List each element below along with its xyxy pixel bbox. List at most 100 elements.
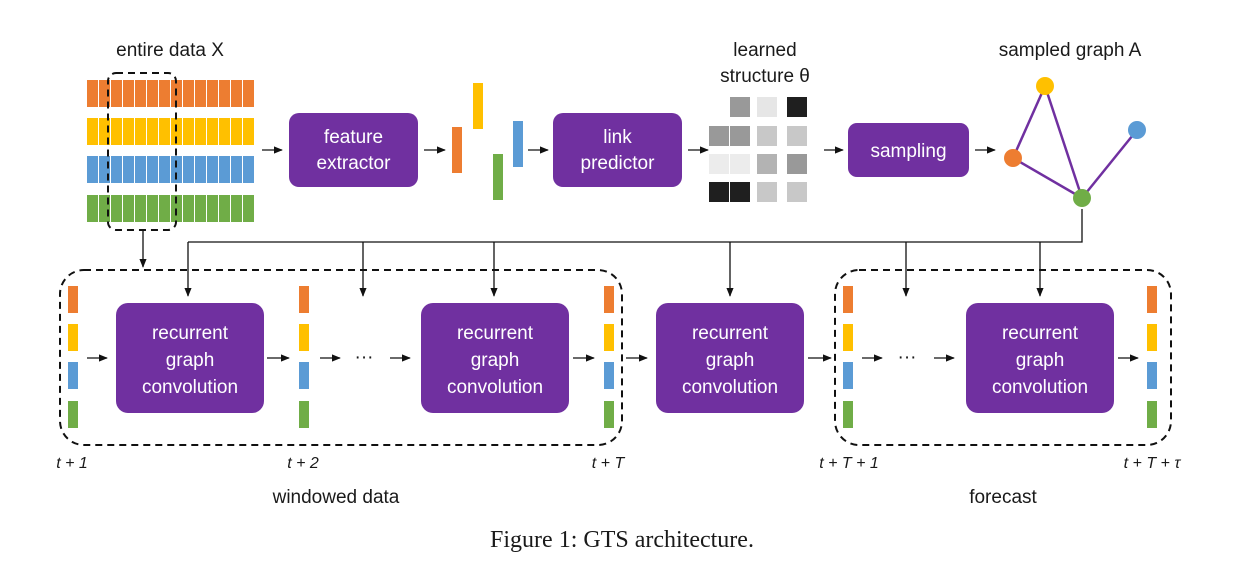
data-cell-orange (183, 80, 194, 107)
data-cell-orange (111, 80, 122, 107)
vector-cell-orange (604, 286, 614, 313)
data-cell-blue (123, 156, 134, 183)
vector-cell-orange (68, 286, 78, 313)
ellipsis-2: ··· (898, 347, 917, 368)
data-cell-blue (171, 156, 182, 183)
data-cell-green (123, 195, 134, 222)
rgc-box-line: graph (706, 350, 755, 371)
forecast-label: forecast (969, 487, 1037, 508)
graph-node-orange (1004, 149, 1022, 167)
feature-vector-green (493, 154, 503, 200)
graph-edge-orange-green (1012, 156, 1083, 200)
data-cell-yellow (183, 118, 194, 145)
data-cell-orange (231, 80, 242, 107)
vector-cell-orange (299, 286, 309, 313)
data-cell-green (207, 195, 218, 222)
data-cell-yellow (231, 118, 242, 145)
vector-cell-yellow (604, 324, 614, 351)
entire-data-strips (87, 80, 254, 222)
windowed-data-label: windowed data (272, 487, 400, 508)
feature-extractor-line2: extractor (317, 153, 392, 174)
rgc-box-line: recurrent (692, 323, 769, 344)
structure-cell (757, 97, 777, 117)
graph-node-blue (1128, 121, 1146, 139)
data-cell-yellow (87, 118, 98, 145)
rgc-box-line: graph (1016, 350, 1065, 371)
vector-group-tT1 (843, 286, 853, 428)
data-cell-yellow (123, 118, 134, 145)
rgc-box-4: recurrent graph convolution (966, 303, 1114, 413)
vector-cell-green (68, 401, 78, 428)
data-cell-green (147, 195, 158, 222)
rgc-box-line: convolution (992, 377, 1088, 398)
data-cell-blue (87, 156, 98, 183)
structure-cell (709, 154, 729, 174)
data-cell-orange (243, 80, 254, 107)
data-cell-yellow (243, 118, 254, 145)
data-cell-blue (135, 156, 146, 183)
structure-cell (709, 126, 729, 146)
data-cell-blue (231, 156, 242, 183)
vector-cell-blue (68, 362, 78, 389)
data-cell-green (183, 195, 194, 222)
data-cell-blue (111, 156, 122, 183)
data-cell-orange (99, 80, 110, 107)
vector-cell-orange (843, 286, 853, 313)
time-label-t2: t + 2 (287, 455, 319, 472)
data-cell-green (111, 195, 122, 222)
link-predictor-box: link predictor (553, 113, 682, 187)
data-cell-yellow (147, 118, 158, 145)
data-cell-orange (207, 80, 218, 107)
window-selection-box (107, 72, 177, 231)
vector-cell-green (843, 401, 853, 428)
graph-edge-yellow-orange (1011, 85, 1047, 159)
structure-cell (787, 97, 807, 117)
windowed-data-region (59, 269, 623, 446)
graph-node-yellow (1036, 77, 1054, 95)
structure-cell (730, 97, 750, 117)
time-label-tT: t + T (592, 455, 626, 472)
time-label-tTtau: t + T + τ (1124, 455, 1182, 472)
link-predictor-line2: predictor (581, 153, 656, 174)
data-cell-green (231, 195, 242, 222)
data-cell-blue (99, 156, 110, 183)
learned-structure-label-2: structure θ (720, 66, 810, 87)
graph-edge-blue-green (1081, 129, 1138, 199)
rgc-box-line: recurrent (152, 323, 229, 344)
structure-cell (787, 182, 807, 202)
rgc-box-line: recurrent (1002, 323, 1079, 344)
data-cell-yellow (135, 118, 146, 145)
time-label-t1: t + 1 (56, 455, 88, 472)
data-cell-orange (195, 80, 206, 107)
sampling-label: sampling (870, 141, 946, 162)
vector-cell-green (299, 401, 309, 428)
sampling-box: sampling (848, 123, 969, 177)
data-cell-orange (135, 80, 146, 107)
structure-cell (787, 154, 807, 174)
structure-cell (757, 182, 777, 202)
data-cell-orange (147, 80, 158, 107)
data-cell-green (219, 195, 230, 222)
feature-vector-orange (452, 127, 462, 173)
rgc-box-line: convolution (447, 377, 543, 398)
vector-group-tT (604, 286, 614, 428)
data-cell-orange (219, 80, 230, 107)
vector-cell-yellow (299, 324, 309, 351)
data-cell-yellow (195, 118, 206, 145)
vector-cell-yellow (843, 324, 853, 351)
vector-cell-blue (299, 362, 309, 389)
vector-cell-blue (1147, 362, 1157, 389)
data-cell-blue (243, 156, 254, 183)
vector-cell-yellow (1147, 324, 1157, 351)
graph-node-green (1073, 189, 1091, 207)
rgc-box-line: graph (471, 350, 520, 371)
data-cell-yellow (159, 118, 170, 145)
vector-cell-yellow (68, 324, 78, 351)
vector-cell-green (1147, 401, 1157, 428)
data-cell-green (243, 195, 254, 222)
structure-cell (730, 126, 750, 146)
data-cell-yellow (99, 118, 110, 145)
